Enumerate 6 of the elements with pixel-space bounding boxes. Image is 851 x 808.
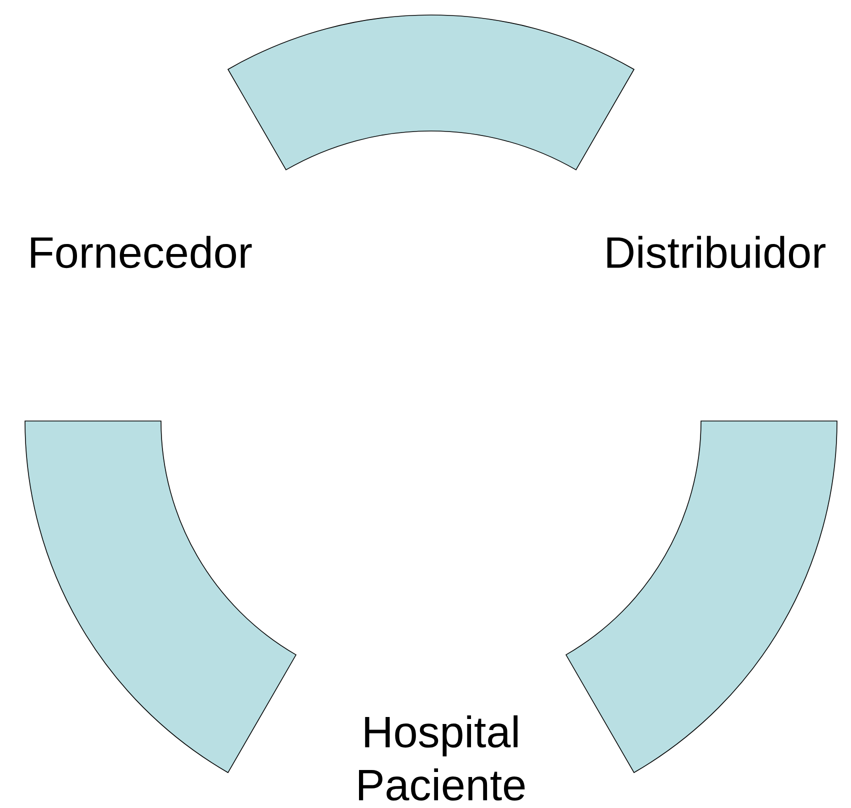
label: Fornecedor xyxy=(31,236,252,268)
label: Hospital Paciente xyxy=(359,715,525,801)
label: Distribuidor xyxy=(607,236,826,268)
arc-band xyxy=(566,420,838,773)
arc-band xyxy=(24,420,296,773)
arc-band xyxy=(228,14,634,170)
